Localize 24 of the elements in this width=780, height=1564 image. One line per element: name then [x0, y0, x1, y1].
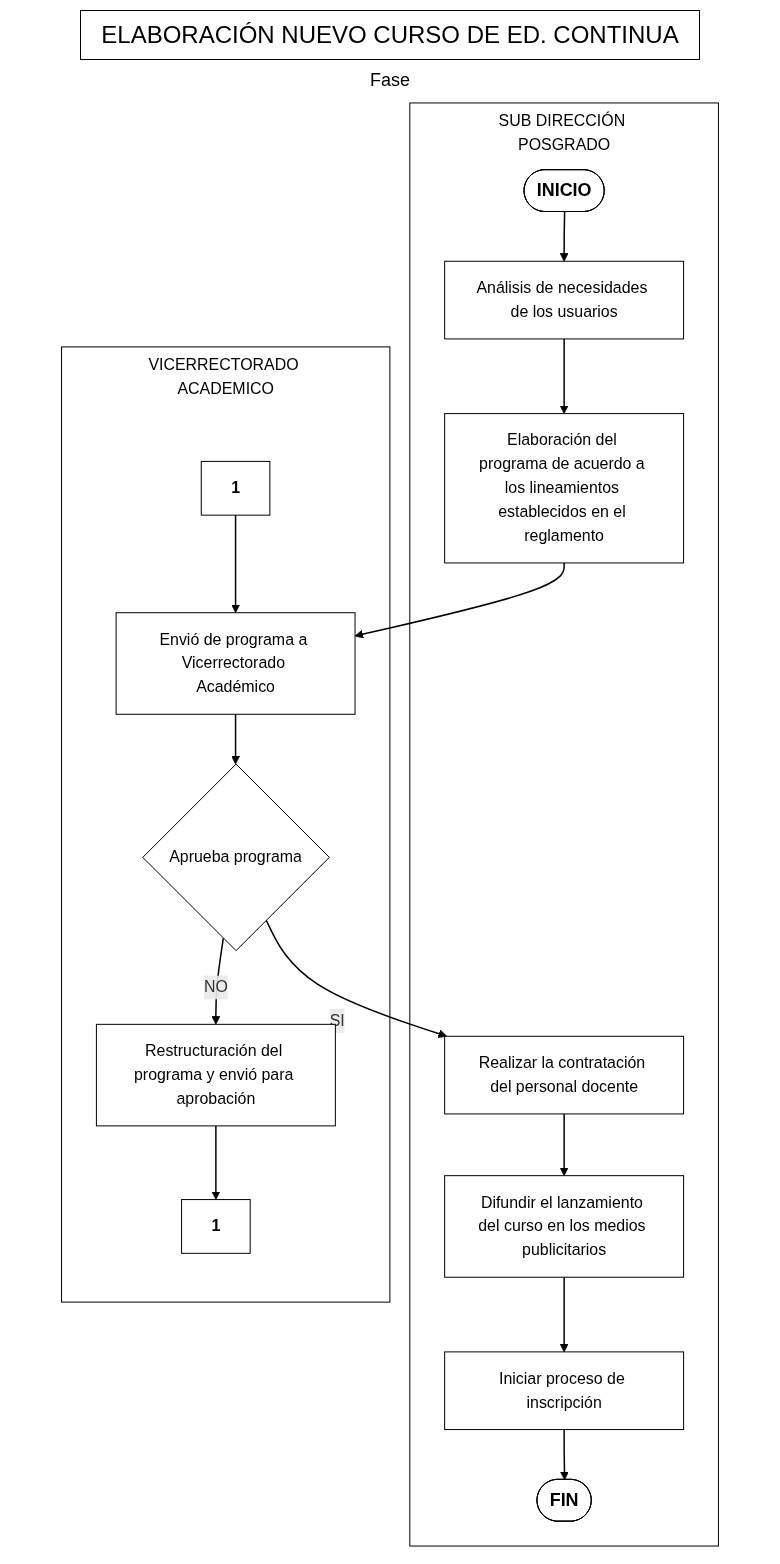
arrow [231, 713, 240, 765]
arrow [211, 937, 225, 1025]
arrow [559, 211, 569, 262]
node-box: 1 [200, 460, 271, 516]
arrow [559, 338, 569, 414]
node-box: Realizar la contratación del personal docente [444, 1035, 685, 1115]
node-box: Elaboración del programa de acuerdo a los lineamientos establecidos en el reglamento [444, 413, 685, 564]
edge-label: NO [203, 978, 228, 996]
node-box: Iniciar proceso de inscripción [444, 1351, 685, 1431]
arrow [354, 562, 565, 639]
node-box: Análisis de necesidades de los usuarios [444, 260, 685, 340]
arrow [560, 1428, 569, 1481]
node-box: Difundir el lanzamiento del curso en los medios publicitarios [444, 1175, 685, 1278]
arrow [559, 1113, 569, 1177]
arrow [559, 1276, 569, 1353]
arrow [231, 514, 240, 614]
arrow [211, 1125, 221, 1200]
side-label: Fase [370, 70, 410, 90]
diagram-title: ELABORACIÓN NUEVO CURSO DE ED. CONTINUA [80, 10, 700, 60]
node-box: Restructuración del programa y envió para aprobación [95, 1023, 336, 1127]
node-box: 1 [181, 1199, 251, 1254]
node-box: Envió de programa a Vicerrectorado Académico [115, 612, 356, 715]
arrow [265, 919, 448, 1038]
node-diamond: Aprueba programa [142, 763, 330, 952]
